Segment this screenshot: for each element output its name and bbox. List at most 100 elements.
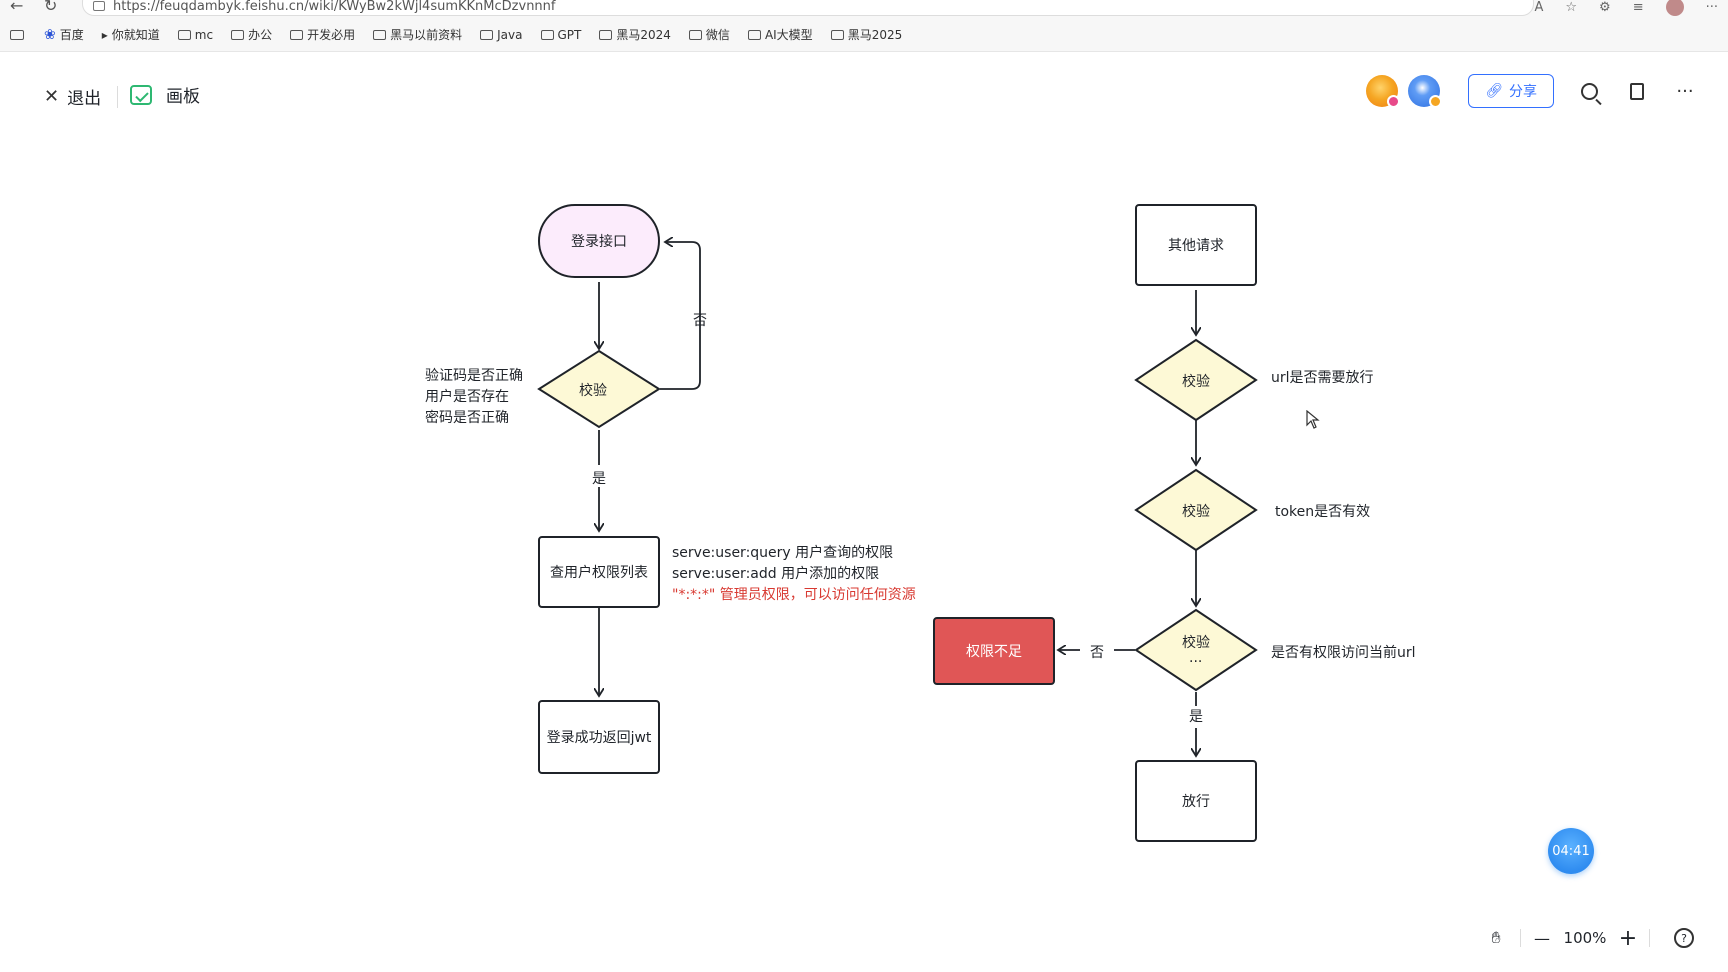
header-divider xyxy=(117,86,118,108)
bookmark-label: GPT xyxy=(557,27,582,42)
folder-icon xyxy=(830,29,844,40)
bookmark-label: Java xyxy=(497,27,523,42)
connector-check-retry xyxy=(660,242,701,390)
reload-icon[interactable]: ↻ xyxy=(44,0,58,15)
browser-toolbar: ← ↻ https://feuqdambyk.feishu.cn/wiki/KW… xyxy=(0,0,1728,18)
bookmark-label: 黑马2024 xyxy=(616,28,671,42)
login-success-node[interactable]: 登录成功返回jwt xyxy=(538,700,660,774)
hand-tool-button[interactable]: ✋︎ xyxy=(1480,922,1512,954)
note-line: 验证码是否正确 xyxy=(425,368,523,384)
folder-icon xyxy=(480,29,494,40)
search-button[interactable] xyxy=(1576,78,1602,104)
collaborator-avatar[interactable] xyxy=(1366,75,1401,108)
bookmark-label: 开发必用 xyxy=(307,28,356,42)
check-url-label: 校验 xyxy=(1182,374,1210,390)
extensions-icon[interactable]: ⚙ xyxy=(1599,0,1611,15)
bookmark-label: mc xyxy=(194,27,214,42)
zoom-divider xyxy=(1520,929,1521,947)
folder-icon xyxy=(177,29,191,40)
bookmark-folder[interactable]: 微信 xyxy=(688,26,730,43)
bookmark-folder[interactable]: Java xyxy=(480,27,523,42)
board-header: ✕ 退出 画板 🔗︎ 分享 ··· xyxy=(0,60,1728,130)
bookmark-folder[interactable]: mc xyxy=(177,27,214,42)
bookmark-folder[interactable]: 黑马2024 xyxy=(599,26,671,43)
bookmark-folder[interactable]: 办公 xyxy=(231,26,272,43)
exit-label: 退出 xyxy=(67,89,102,109)
bookmark-folder[interactable]: 黑马以前资料 xyxy=(373,26,462,43)
zoom-divider xyxy=(1649,929,1650,947)
favorite-star-icon[interactable]: ☆ xyxy=(1565,0,1578,15)
node-label: 权限不足 xyxy=(966,644,1022,660)
help-icon: ? xyxy=(1674,928,1694,948)
permission-denied-node[interactable]: 权限不足 xyxy=(933,617,1055,685)
zoom-in-button[interactable]: + xyxy=(1615,922,1641,954)
folder-icon xyxy=(747,29,761,40)
folder-icon xyxy=(290,29,304,40)
no-label: 否 xyxy=(693,313,707,329)
bookmark-folder[interactable]: AI大模型 xyxy=(747,26,813,43)
note-line: serve:user:add 用户添加的权限 xyxy=(672,566,880,582)
bookmark-folder[interactable]: 开发必用 xyxy=(290,26,355,43)
bookmark-item[interactable]: ▸你就知道 xyxy=(102,26,160,43)
check-conditions-note: 验证码是否正确 用户是否存在 密码是否正确 xyxy=(425,366,523,429)
recording-timer[interactable]: 04:41 xyxy=(1548,828,1594,874)
document-button[interactable] xyxy=(1624,78,1650,104)
presence-dot xyxy=(1387,95,1401,108)
token-valid-note: token是否有效 xyxy=(1275,504,1371,520)
folder-icon xyxy=(540,29,554,40)
lock-icon xyxy=(93,1,105,11)
whiteboard-icon xyxy=(130,84,152,105)
profile-avatar[interactable] xyxy=(1665,0,1684,16)
flow-connectors xyxy=(537,130,1258,972)
node-label: 放行 xyxy=(1182,794,1210,810)
baidu-paw-icon: ❀ xyxy=(44,26,56,43)
share-label: 分享 xyxy=(1509,84,1537,100)
decision-diamond-url[interactable] xyxy=(1134,338,1258,422)
pass-node[interactable]: 放行 xyxy=(1135,760,1257,842)
other-requests-node[interactable]: 其他请求 xyxy=(1135,204,1257,286)
header-actions: 🔗︎ 分享 ··· xyxy=(1366,74,1698,108)
bookmark-label: 黑马以前资料 xyxy=(390,28,463,42)
sidebar-toggle-icon[interactable] xyxy=(10,29,24,40)
share-button[interactable]: 🔗︎ 分享 xyxy=(1468,74,1554,108)
decision-diamond-login[interactable] xyxy=(537,349,661,429)
bookmark-label: 办公 xyxy=(248,28,273,42)
read-aloud-icon[interactable]: A xyxy=(1534,0,1544,15)
note-line: serve:user:query 用户查询的权限 xyxy=(672,545,894,561)
help-button[interactable]: ? xyxy=(1668,922,1700,954)
link-icon: 🔗︎ xyxy=(1485,83,1503,99)
node-label: 其他请求 xyxy=(1168,238,1224,254)
note-line: 用户是否存在 xyxy=(425,389,509,405)
zoom-out-button[interactable]: — xyxy=(1529,922,1555,954)
bookmark-folder[interactable]: GPT xyxy=(540,27,582,42)
minus-icon: — xyxy=(1534,928,1550,948)
mouse-cursor-icon xyxy=(1306,410,1320,429)
permission-notes: serve:user:query 用户查询的权限 serve:user:add … xyxy=(672,543,916,606)
address-bar[interactable]: https://feuqdambyk.feishu.cn/wiki/KWyBw2… xyxy=(82,0,1534,16)
collections-icon[interactable]: ≡ xyxy=(1632,0,1644,15)
folder-icon xyxy=(373,29,387,40)
note-line: 密码是否正确 xyxy=(425,410,509,426)
node-label: 登录接口 xyxy=(571,234,627,250)
query-permissions-node[interactable]: 查用户权限列表 xyxy=(538,536,660,608)
decision-diamond-token[interactable] xyxy=(1134,468,1258,552)
zoom-level[interactable]: 100% xyxy=(1563,929,1607,947)
decision-diamond-permission[interactable] xyxy=(1134,608,1258,692)
yes-label: 是 xyxy=(592,471,606,487)
login-endpoint-node[interactable]: 登录接口 xyxy=(538,204,660,278)
url-whitelist-note: url是否需要放行 xyxy=(1271,370,1374,386)
bookmark-item[interactable]: ❀百度 xyxy=(44,26,84,43)
more-menu-icon[interactable]: ··· xyxy=(1705,0,1718,15)
folder-icon xyxy=(688,29,702,40)
more-button[interactable]: ··· xyxy=(1672,78,1698,104)
board-title: 画板 xyxy=(130,82,200,107)
document-icon xyxy=(1630,82,1644,100)
back-arrow-icon[interactable]: ← xyxy=(10,0,24,15)
whiteboard-canvas[interactable]: 登录接口 校验 验证码是否正确 用户是否存在 密码是否正确 否 是 查用户权限列… xyxy=(0,130,1728,972)
node-label: 查用户权限列表 xyxy=(550,565,648,581)
bookmark-label: 百度 xyxy=(59,28,84,42)
exit-button[interactable]: ✕ 退出 xyxy=(44,84,101,109)
bookmark-folder[interactable]: 黑马2025 xyxy=(830,26,902,43)
collaborator-avatar[interactable] xyxy=(1408,75,1443,108)
bookmark-label: 你就知道 xyxy=(111,28,160,42)
